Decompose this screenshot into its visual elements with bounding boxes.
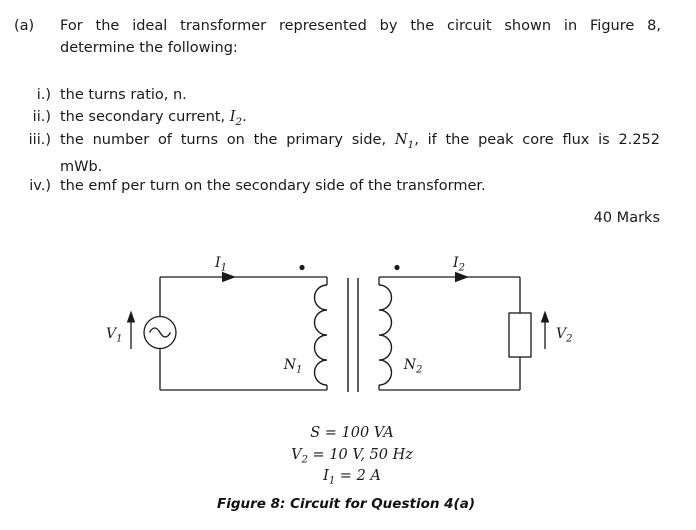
item-number: iv.) [29,178,51,194]
load-resistor [508,312,532,358]
question-intro-line2: determine the following: [60,40,238,56]
label-i1: I1 [214,255,227,274]
item-text: the turns ratio, n. [60,84,660,106]
voltage-arrow-v1 [126,310,136,349]
item-variable-subscript: 2 [235,115,243,128]
param-s: S = 100 VA [310,425,394,441]
figure-caption: Figure 8: Circuit for Question 4(a) [217,496,475,512]
figure-parameters: S = 100 VA V2 = 10 V, 50 Hz I1 = 2 A [291,425,413,487]
question-intro-line1: For the ideal transformer represented by… [60,18,661,34]
item-text-segment: the number of turns on the primary side, [60,132,395,148]
sine-wave-icon [148,327,172,338]
item-number: iii.) [28,132,51,148]
circuit-figure: V1 I1 N1 N2 I2 [106,255,573,512]
ac-source [143,315,177,350]
item-text-segment: the turns ratio, n. [60,87,187,103]
voltage-arrow-v2 [540,310,550,349]
item-text-segment: . [242,109,247,125]
current-arrow-i2 [455,271,469,283]
param-v2: V2 = 10 V, 50 Hz [291,447,413,466]
question-item-ii: ii.) the secondary current, I2. [25,106,660,133]
label-n1: N1 [283,357,303,376]
item-text: the emf per turn on the secondary side o… [60,175,660,197]
polarity-dot-secondary [394,264,400,271]
label-v1: V1 [106,326,123,345]
label-n2: N2 [403,357,423,376]
secondary-winding-coil [378,284,393,386]
primary-loop-wires [159,276,328,391]
item-text-segment: the emf per turn on the secondary side o… [60,178,486,194]
item-number: i.) [36,87,51,103]
item-number: ii.) [32,109,51,125]
item-variable: N [394,132,408,148]
label-v2: V2 [556,326,573,345]
question-item-iii: iii.) the number of turns on the primary… [25,129,660,179]
marks-label: 40 Marks [593,210,660,226]
current-arrow-i1 [222,271,236,283]
param-i1: I1 = 2 A [322,468,381,487]
item-text-segment: , if the peak core flux is 2.252 [414,132,660,148]
polarity-dot-primary [299,264,305,271]
item-variable: I [229,109,236,125]
item-text: the secondary current, I2. [60,106,660,133]
question-part-label: (a) [14,18,35,34]
primary-winding-coil [313,284,328,386]
question-item-i: i.) the turns ratio, n. [25,84,660,106]
label-i2: I2 [452,255,465,274]
question-item-iv: iv.) the emf per turn on the secondary s… [25,175,660,197]
item-text: the number of turns on the primary side,… [60,129,660,179]
transformer-core [347,278,359,392]
item-variable-subscript: 1 [407,138,415,151]
item-text-line2: mWb. [60,158,103,175]
item-text-line1: the number of turns on the primary side,… [60,129,660,156]
item-text-segment: the secondary current, [60,109,230,125]
secondary-loop-wires [378,276,521,391]
